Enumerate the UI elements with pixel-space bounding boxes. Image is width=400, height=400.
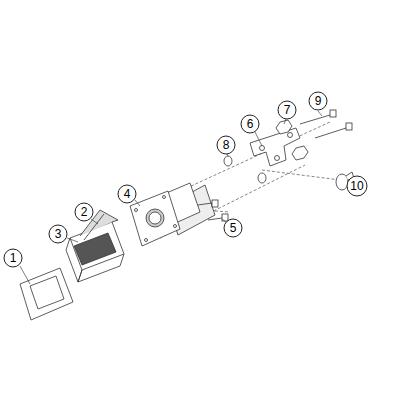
- callout-number: 1: [10, 252, 17, 264]
- callout-circle-shape: [241, 115, 259, 133]
- callout-circle-shape: [49, 225, 67, 243]
- callout-number: 10: [350, 180, 363, 192]
- callout-circle: 2: [74, 202, 94, 222]
- bolt: [198, 200, 228, 221]
- callout-circle-shape: [217, 136, 235, 154]
- leader-line: [20, 111, 352, 284]
- callout-number: 5: [230, 222, 237, 234]
- callout-circle: 10: [346, 175, 368, 197]
- callout-circle: 9: [308, 91, 328, 111]
- callout-circle: 7: [277, 100, 297, 120]
- bolt: [300, 110, 352, 138]
- callout-circle: 4: [117, 184, 137, 204]
- callout-circle: 5: [223, 218, 243, 238]
- callout-number: 9: [315, 95, 322, 107]
- callout-number: 4: [124, 188, 131, 200]
- callout-circle-shape: [118, 185, 136, 203]
- callout-number: 6: [247, 118, 254, 130]
- callout-number: 7: [284, 104, 291, 116]
- bracket: [250, 128, 300, 166]
- callout-circle-shape: [278, 101, 296, 119]
- callout-number: 2: [81, 206, 88, 218]
- callout-circle-shape: [224, 219, 242, 237]
- callout-circle-shape: [347, 176, 367, 196]
- spacer: [224, 156, 266, 183]
- reed-valve: [66, 210, 124, 282]
- callout-circle: 1: [3, 248, 23, 268]
- callout-circle-shape: [75, 203, 93, 221]
- callout-circle-shape: [4, 249, 22, 267]
- gasket: [20, 268, 73, 320]
- nut: [276, 120, 308, 160]
- intake-manifold: [130, 183, 215, 246]
- callout-number: 8: [223, 139, 230, 151]
- callout-circle: 3: [48, 224, 68, 244]
- callout-number: 3: [55, 228, 62, 240]
- assembly-axis: [150, 122, 340, 238]
- callout-circle: 8: [216, 135, 236, 155]
- callout-circle-shape: [309, 92, 327, 110]
- callout-circle: 6: [240, 114, 260, 134]
